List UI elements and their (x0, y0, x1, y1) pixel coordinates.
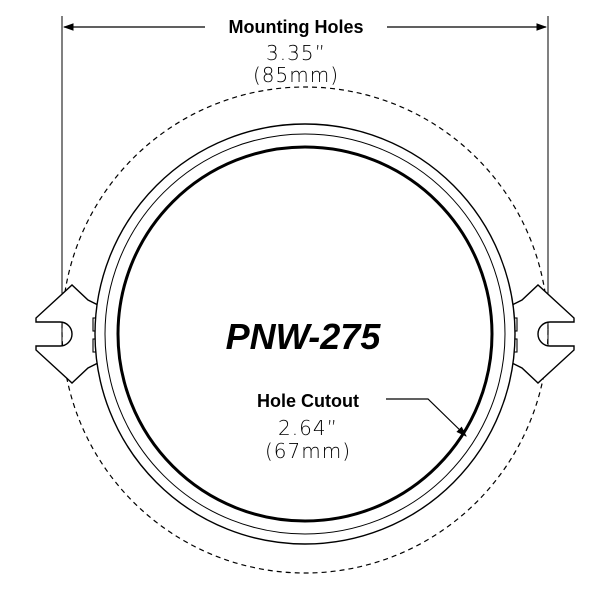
mounting-holes-title: Mounting Holes (229, 17, 364, 37)
mounting-hole-circle (61, 86, 549, 574)
hole-cutout-mm: (67mm) (265, 439, 351, 463)
speaker-flange-inner (104, 133, 506, 535)
mounting-holes-inches: 3.35” (266, 41, 326, 65)
hole-cutout-inches: 2.64” (278, 416, 338, 440)
model-name: PNW-275 (226, 316, 382, 357)
hole-cutout-leader (386, 398, 467, 437)
mounting-holes-mm: (85mm) (253, 63, 339, 87)
hole-cutout-title: Hole Cutout (257, 391, 359, 411)
speaker-flange-outer (94, 123, 516, 545)
hole-cutout-circle (116, 145, 494, 523)
